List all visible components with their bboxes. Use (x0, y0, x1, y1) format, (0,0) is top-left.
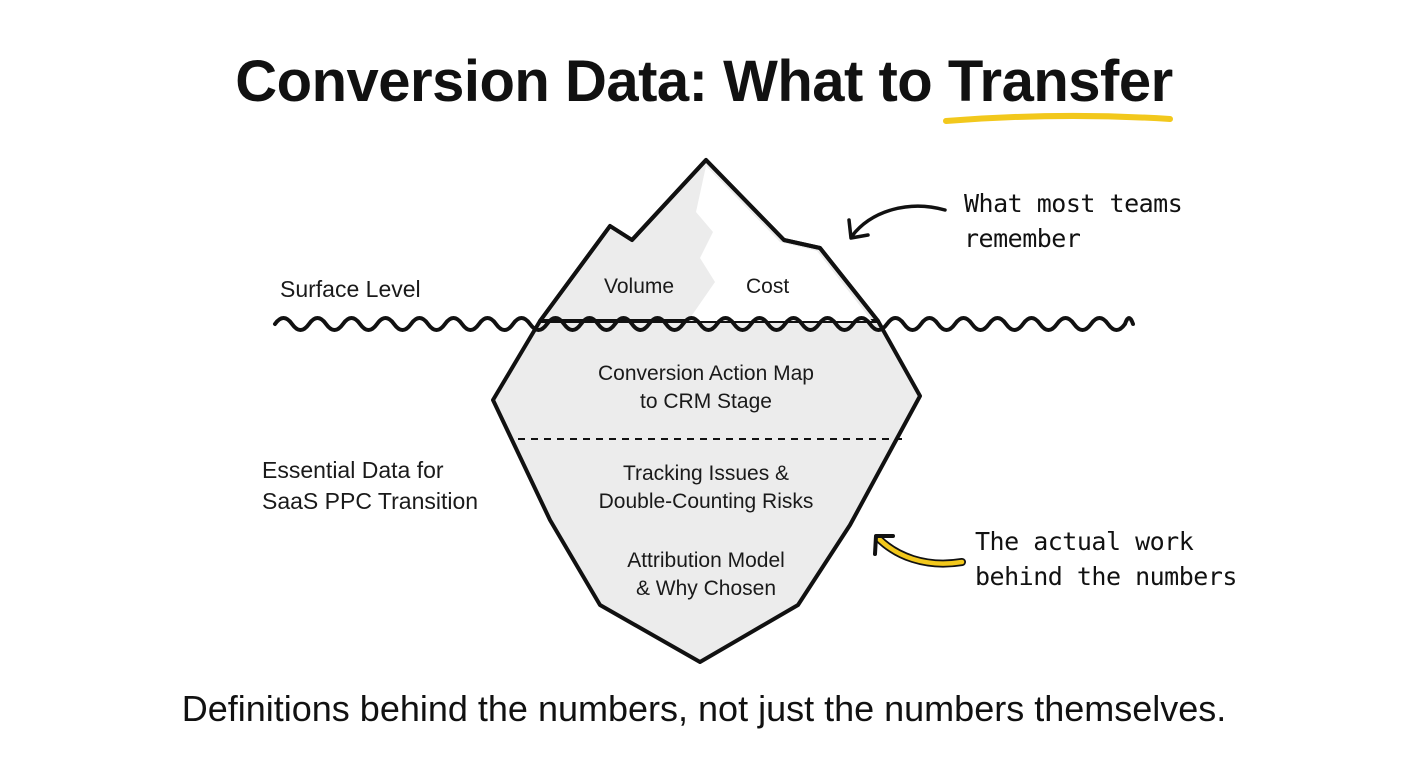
page-title: Conversion Data: What to Transfer (235, 49, 1173, 114)
title-block: Conversion Data: What to Transfer (0, 48, 1408, 115)
top-annotation-text: What most teams remember (964, 186, 1183, 256)
top-annotation-arrowhead (847, 218, 870, 240)
iceberg-tip-outline (538, 158, 880, 323)
title-prefix: Conversion Data: What to (235, 49, 948, 114)
top-annotation-line2: remember (964, 224, 1081, 253)
title-highlight-word: Transfer (947, 49, 1173, 114)
section2-line2: Double-Counting Risks (598, 490, 814, 513)
section2-line1: Tracking Issues & (622, 462, 790, 485)
tip-item-volume: Volume (604, 275, 675, 298)
bottom-annotation-text: The actual work behind the numbers (975, 524, 1237, 594)
waterline (273, 316, 1135, 332)
top-annotation-line1: What most teams (964, 189, 1183, 218)
section3-line2: & Why Chosen (635, 577, 777, 600)
bottom-annotation-line2: behind the numbers (975, 562, 1237, 591)
section-conversion-action-map: Conversion Action Map to CRM Stage (556, 360, 856, 416)
tip-item-cost: Cost (746, 275, 790, 298)
waterline-label: Surface Level (280, 276, 421, 302)
bottom-annotation-line1: The actual work (975, 527, 1194, 556)
section1-line2: to CRM Stage (640, 390, 772, 413)
section3-line1: Attribution Model (627, 549, 785, 572)
iceberg-tip-highlight (688, 166, 872, 321)
iceberg-submerged-body (491, 319, 922, 664)
side-label-line2: SaaS PPC Transition (262, 488, 479, 514)
top-annotation-arrow (850, 204, 947, 238)
side-label-line1: Essential Data for (262, 457, 444, 483)
side-label: Essential Data for SaaS PPC Transition (262, 455, 478, 517)
bottom-annotation-arrow (875, 535, 965, 566)
bottom-annotation-arrowhead (873, 534, 895, 556)
section-tracking-issues: Tracking Issues & Double-Counting Risks (556, 460, 856, 516)
section-attribution-model: Attribution Model & Why Chosen (556, 547, 856, 603)
footer-caption: Definitions behind the numbers, not just… (181, 688, 1227, 729)
section1-line1: Conversion Action Map (598, 362, 814, 385)
title-underline (943, 112, 1173, 124)
